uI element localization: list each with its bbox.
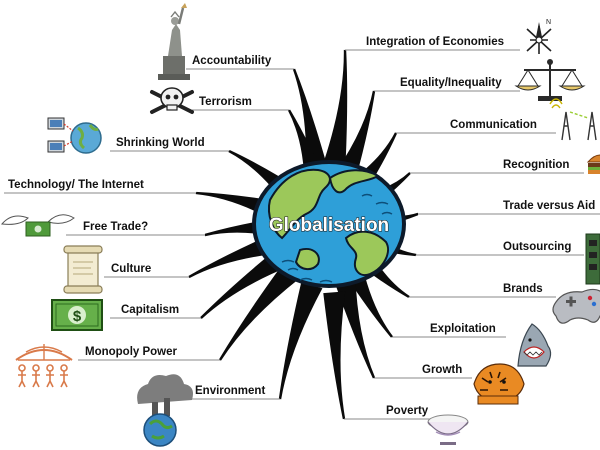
branch-label-technology: Technology/ The Internet [8, 179, 144, 191]
branch-label-communication: Communication [450, 119, 537, 131]
branch-label-shrinking-world: Shrinking World [116, 137, 205, 149]
branch-poverty [323, 291, 346, 420]
shark-icon [517, 323, 552, 367]
branch-label-free-trade: Free Trade? [83, 221, 149, 233]
radio-towers-icon [549, 98, 597, 141]
branch-equality [334, 90, 376, 181]
tiger-icon [473, 363, 525, 405]
balance-scale-icon [514, 59, 586, 101]
burger-icon [586, 154, 600, 174]
branch-label-accountability: Accountability [192, 55, 272, 67]
statue-of-liberty-icon [158, 3, 190, 80]
branch-label-environment: Environment [195, 385, 266, 397]
circuit-board-icon [585, 233, 600, 285]
center-title: Globalisation [269, 215, 389, 236]
branch-accountability [292, 68, 328, 173]
flying-money-icon [1, 214, 75, 237]
branch-label-exploitation: Exploitation [430, 323, 496, 335]
dollar-bill-icon: $ [51, 299, 103, 331]
svg-text:N: N [546, 19, 551, 26]
compass-rose-icon: N [526, 19, 552, 54]
branch-environment [278, 282, 323, 400]
branch-label-integration: Integration of Economies [366, 36, 505, 48]
branch-growth [334, 274, 376, 379]
branch-label-equality: Equality/Inequality [400, 77, 502, 89]
people-under-globe-icon [15, 344, 73, 388]
branch-label-trade-vs-aid: Trade versus Aid [503, 200, 596, 212]
branch-label-culture: Culture [111, 263, 152, 275]
rice-bowl-icon [427, 414, 469, 445]
branch-label-outsourcing: Outsourcing [503, 241, 572, 253]
branch-label-monopoly-power: Monopoly Power [85, 346, 177, 358]
skull-crossbones-icon [150, 87, 194, 114]
branch-label-terrorism: Terrorism [199, 96, 252, 108]
branch-capitalism [200, 248, 291, 319]
branch-label-brands: Brands [503, 283, 543, 295]
game-controller-icon [552, 288, 600, 324]
branch-label-capitalism: Capitalism [121, 304, 180, 316]
branch-label-poverty: Poverty [386, 405, 429, 417]
branch-monopoly-power [219, 264, 300, 361]
branch-label-growth: Growth [422, 364, 463, 376]
globe-icon: Globalisation [252, 160, 406, 288]
polluted-earth-icon [137, 374, 193, 447]
scroll-icon [63, 245, 103, 294]
branch-integration [323, 49, 348, 165]
svg-text:$: $ [73, 308, 82, 325]
branch-label-recognition: Recognition [503, 159, 570, 171]
label-underline-layer [4, 49, 600, 420]
networked-computers-globe-icon [47, 117, 102, 154]
